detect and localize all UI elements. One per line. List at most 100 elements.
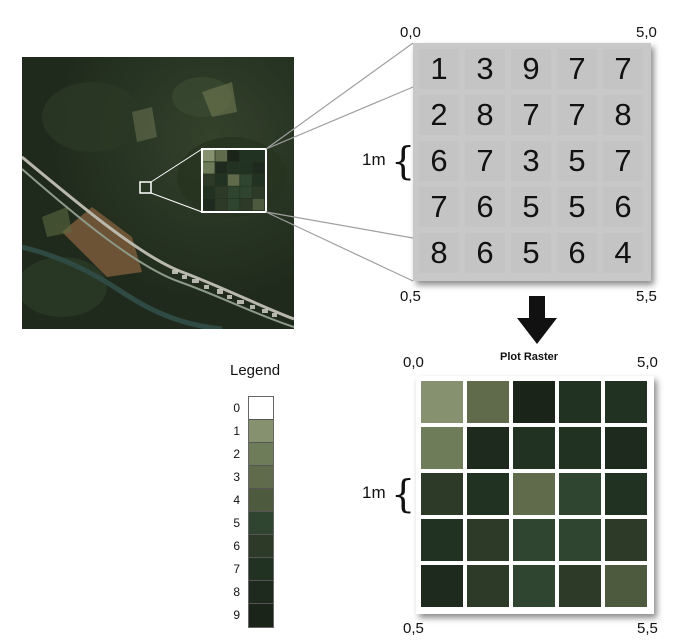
- grid-cell: 6: [557, 233, 597, 273]
- grid-cell: 9: [511, 49, 551, 89]
- raster-cell: [513, 427, 555, 469]
- legend-swatch: [249, 558, 273, 581]
- legend-swatch: [249, 443, 273, 466]
- raster-cell: [421, 473, 463, 515]
- grid-cell: 7: [557, 49, 597, 89]
- raster-cell: [605, 427, 647, 469]
- inset-cell: [215, 150, 227, 162]
- grid-cell: 7: [511, 95, 551, 135]
- grid-cell: 8: [465, 95, 505, 135]
- inset-cell: [203, 186, 215, 198]
- raster-cell: [559, 519, 601, 561]
- inset-cell: [240, 186, 252, 198]
- legend-swatch: [249, 489, 273, 512]
- inset-cell: [240, 198, 252, 211]
- inset-cell: [203, 174, 215, 186]
- raster-cell: [467, 381, 509, 423]
- inset-cell: [215, 186, 227, 198]
- raster-cell: [605, 381, 647, 423]
- legend-value-label: 9: [233, 608, 240, 622]
- grid-cell: 1: [419, 49, 459, 89]
- legend-value-label: 7: [233, 562, 240, 576]
- grid-cell: 5: [511, 233, 551, 273]
- raster-cell: [421, 381, 463, 423]
- raster-cell: [467, 427, 509, 469]
- raster-cell: [605, 565, 647, 607]
- plot-brace-icon: {: [391, 472, 416, 516]
- raster-cell: [559, 381, 601, 423]
- inset-cell: [215, 162, 227, 174]
- legend-value-label: 2: [233, 447, 240, 461]
- plot-raster-title: Plot Raster: [500, 351, 559, 363]
- raster-cell: [559, 473, 601, 515]
- legend-swatch: [249, 466, 273, 489]
- grid-cell: 2: [419, 95, 459, 135]
- raster-cell: [513, 381, 555, 423]
- grid-cell: 6: [465, 187, 505, 227]
- inset-cell: [227, 162, 240, 174]
- legend-value-label: 0: [233, 401, 240, 415]
- grid-cell: 6: [603, 187, 643, 227]
- raster-cell: [421, 519, 463, 561]
- grid-cell: 6: [419, 141, 459, 181]
- inset-cell: [252, 198, 265, 211]
- plot-corner-bottom-left: 0,5: [403, 620, 424, 637]
- grid-cell: 5: [511, 187, 551, 227]
- plot-corner-top-right: 5,0: [637, 354, 658, 371]
- grid-cell: 3: [511, 141, 551, 181]
- inset-cell: [227, 186, 240, 198]
- plot-raster-grid: [416, 376, 654, 614]
- raster-cell: [467, 565, 509, 607]
- legend-color-bar: [248, 396, 274, 628]
- plot-corner-top-left: 0,0: [403, 354, 424, 371]
- plot-cell-size-label: 1m: [362, 483, 386, 502]
- raster-cell: [605, 473, 647, 515]
- raster-cell: [513, 565, 555, 607]
- inset-cell: [227, 174, 240, 186]
- grid-corner-top-left: 0,0: [400, 24, 421, 41]
- legend-swatch: [249, 397, 273, 420]
- inset-cell: [203, 162, 215, 174]
- grid-cell: 3: [465, 49, 505, 89]
- inset-cell: [252, 150, 265, 162]
- grid-corner-bottom-left: 0,5: [400, 288, 421, 305]
- inset-cell: [215, 174, 227, 186]
- grid-corner-bottom-right: 5,5: [636, 288, 657, 305]
- inset-cell: [203, 150, 215, 162]
- legend-value-label: 3: [233, 470, 240, 484]
- grid-cell: 7: [603, 141, 643, 181]
- inset-cell: [227, 198, 240, 211]
- raster-cell: [513, 519, 555, 561]
- grid-brace-icon: {: [391, 139, 416, 183]
- inset-cell: [240, 150, 252, 162]
- raster-cell: [513, 473, 555, 515]
- legend-swatch: [249, 535, 273, 558]
- legend-value-label: 1: [233, 424, 240, 438]
- grid-cell: 8: [419, 233, 459, 273]
- raster-cell: [605, 519, 647, 561]
- inset-cell: [227, 150, 240, 162]
- aerial-image: [22, 57, 294, 329]
- legend-value-label: 6: [233, 539, 240, 553]
- legend-swatch: [249, 581, 273, 604]
- plot-corner-bottom-right: 5,5: [637, 620, 658, 637]
- grid-cell: 7: [603, 49, 643, 89]
- legend-swatch: [249, 604, 273, 627]
- grid-cell: 7: [419, 187, 459, 227]
- raster-cell: [467, 519, 509, 561]
- inset-cell: [252, 174, 265, 186]
- legend-value-label: 8: [233, 585, 240, 599]
- legend-value-label: 4: [233, 493, 240, 507]
- raster-cell: [421, 565, 463, 607]
- grid-corner-top-right: 5,0: [636, 24, 657, 41]
- grid-cell: 6: [465, 233, 505, 273]
- inset-cell: [252, 186, 265, 198]
- raster-cell: [421, 427, 463, 469]
- inset-cell: [215, 198, 227, 211]
- grid-cell: 5: [557, 141, 597, 181]
- raster-cell: [559, 427, 601, 469]
- inset-cell: [203, 198, 215, 211]
- grid-cell: 7: [557, 95, 597, 135]
